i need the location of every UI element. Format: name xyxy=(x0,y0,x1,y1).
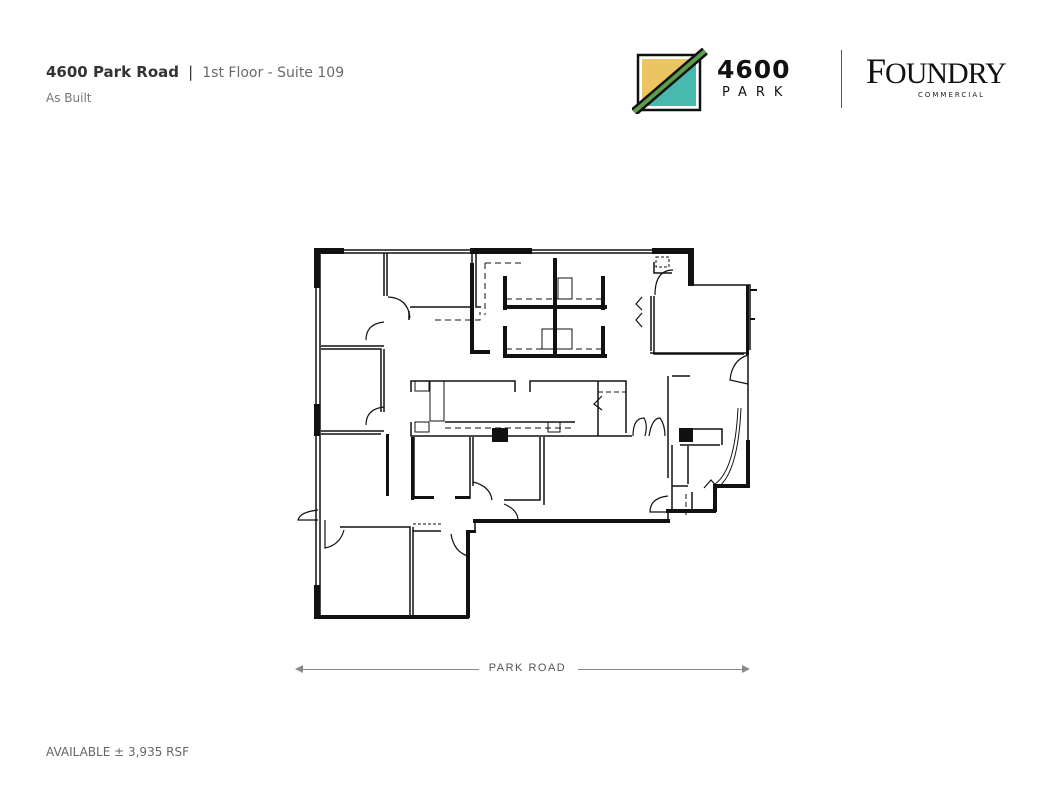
availability-label: AVAILABLE ± 3,935 RSF xyxy=(46,745,190,759)
logo-number: 4600 xyxy=(717,55,791,84)
subtitle: As Built xyxy=(46,91,92,105)
title-separator: | xyxy=(188,63,194,81)
road-line-right xyxy=(578,669,744,670)
logo-word: PARK xyxy=(722,85,792,100)
street-label: PARK ROAD xyxy=(488,662,567,674)
road-line-left xyxy=(299,669,479,670)
floor-plan xyxy=(297,248,757,619)
page-title: 4600 Park Road | 1st Floor - Suite 109 xyxy=(46,62,344,83)
street-indicator: PARK ROAD xyxy=(295,660,750,680)
suite-label: 1st Floor - Suite 109 xyxy=(202,65,345,81)
arrow-right-icon xyxy=(742,665,750,673)
4600-park-logo-mark-icon xyxy=(632,48,708,114)
foundry-tagline: COMMERCIAL xyxy=(918,91,986,99)
header: 4600 Park Road | 1st Floor - Suite 109 A… xyxy=(46,62,344,105)
foundry-logo: FOUNDRY xyxy=(866,51,1007,91)
address: 4600 Park Road xyxy=(46,63,179,81)
logo-area: 4600 PARK FOUNDRY COMMERCIAL xyxy=(632,46,1012,114)
logo-divider xyxy=(841,50,842,108)
